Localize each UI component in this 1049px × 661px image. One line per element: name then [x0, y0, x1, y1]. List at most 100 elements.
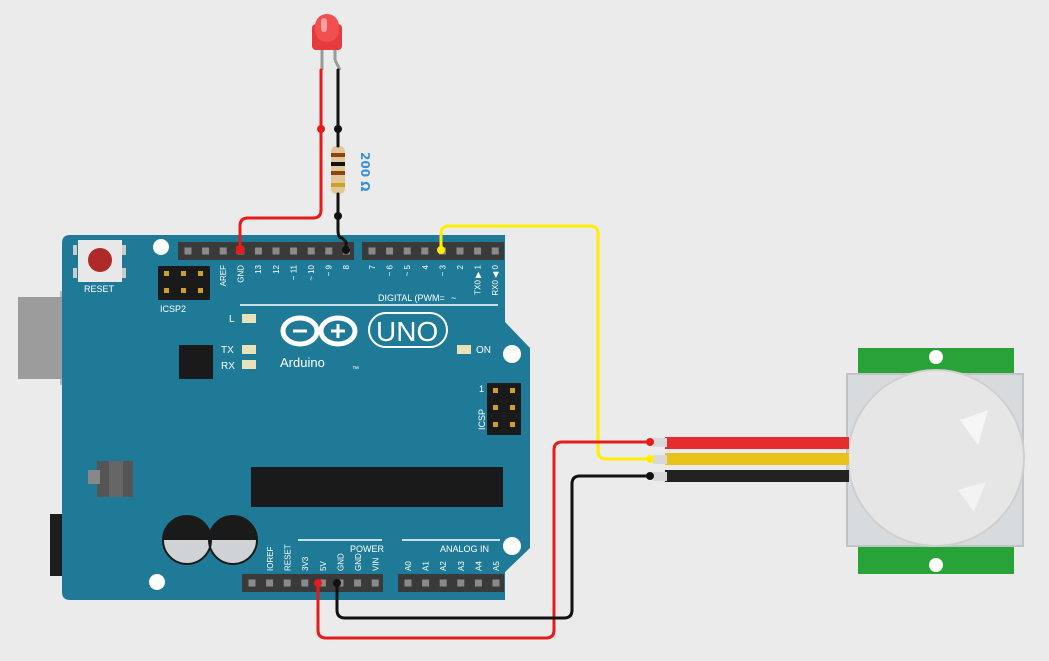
- analog-label: ANALOG IN: [440, 544, 489, 554]
- header-pin-hole: [474, 579, 482, 587]
- header-pin-hole: [422, 579, 430, 587]
- pin-label: ~ 3: [438, 264, 447, 276]
- pin-label: GND: [237, 265, 246, 283]
- led-indicators: [242, 314, 471, 369]
- analog-header: [398, 574, 504, 592]
- header-pin-hole: [307, 247, 315, 255]
- capacitors: [162, 515, 258, 565]
- mounting-holes: [149, 239, 521, 590]
- brand-name: Arduino: [280, 355, 325, 370]
- wires: [238, 68, 652, 640]
- pin-label: TX0 ▶ 1: [474, 264, 483, 294]
- arduino-board: [62, 235, 530, 600]
- header-pin-hole: [456, 247, 464, 255]
- header-pin-hole: [491, 247, 499, 255]
- wire-gnd-pir-gnd: [335, 474, 652, 620]
- pin-label: 13: [254, 264, 263, 273]
- digital-header-left: [178, 242, 354, 260]
- pin-label: ~ 5: [403, 264, 412, 276]
- model-name: UNO: [376, 316, 438, 347]
- header-pin-hole: [474, 247, 482, 255]
- pin-label: 2: [456, 264, 465, 269]
- header-pin-hole: [421, 247, 429, 255]
- led-tx-label: TX: [221, 345, 234, 356]
- pin-label: 5V: [319, 561, 328, 571]
- pin-label: 8: [342, 264, 351, 269]
- pin-label: 4: [421, 264, 430, 269]
- pin-label: 12: [272, 264, 281, 273]
- pin-label: GND: [354, 553, 363, 571]
- header-pin-hole: [248, 579, 256, 587]
- pin-label: 7: [368, 264, 377, 269]
- header-pin-hole: [318, 579, 326, 587]
- arduino-logo-icon: [280, 315, 358, 347]
- header-pin-hole: [492, 579, 500, 587]
- pin-label: AREF: [219, 265, 228, 286]
- trademark-symbol: ™: [352, 366, 359, 373]
- pin-label: A5: [492, 561, 501, 571]
- pin-label: ~ 6: [386, 264, 395, 276]
- reset-label: RESET: [84, 284, 115, 294]
- resistor: [331, 146, 345, 194]
- pin-label: A0: [404, 561, 413, 571]
- icsp2-header: [158, 266, 210, 300]
- pin-label: A4: [474, 561, 483, 571]
- reset-button[interactable]: [73, 240, 126, 282]
- header-pin-hole: [254, 247, 262, 255]
- pin-label: VIN: [372, 557, 381, 571]
- pwm-symbol: ~: [451, 293, 456, 303]
- header-pin-hole: [457, 579, 465, 587]
- icsp-header: [487, 383, 521, 435]
- header-pin-hole: [219, 247, 227, 255]
- small-chip: [179, 345, 213, 379]
- uno-badge: [368, 312, 448, 348]
- power-label: POWER: [350, 544, 385, 554]
- digital-header-right: [362, 242, 504, 260]
- header-pin-hole: [184, 247, 192, 255]
- wire-resistor-pin8: [336, 192, 348, 252]
- header-pin-hole: [354, 579, 362, 587]
- pir-sensor: [846, 348, 1025, 574]
- voltage-regulator: [88, 461, 133, 497]
- led-l-label: L: [229, 314, 235, 325]
- power-header: [242, 574, 383, 592]
- wire-led-cathode-gnd: [238, 68, 323, 252]
- pin-label: 3V3: [301, 556, 310, 571]
- header-pin-hole: [439, 579, 447, 587]
- header-pin-hole: [272, 247, 280, 255]
- pin-label: A1: [422, 561, 431, 571]
- header-pin-hole: [368, 247, 376, 255]
- pin-label: RESET: [284, 544, 293, 571]
- pin-label: ~ 9: [325, 264, 334, 276]
- pin-label: RX0 ◀ 0: [491, 264, 500, 295]
- power-pin-labels: IOREF RESET 3V3 5V GND GND VIN: [266, 544, 381, 571]
- header-pin-hole: [325, 247, 333, 255]
- pir-cable: [653, 437, 849, 482]
- header-pin-hole: [403, 247, 411, 255]
- header-pin-hole: [283, 579, 291, 587]
- led-rx-label: RX: [221, 361, 235, 372]
- pin-label: GND: [336, 553, 345, 571]
- icsp-label: ICSP: [477, 409, 487, 430]
- atmega-microcontroller: [251, 467, 503, 507]
- logo-symbols: [293, 324, 345, 338]
- header-pin-hole: [404, 579, 412, 587]
- wire-5v-pir-vcc: [316, 440, 652, 640]
- header-pin-hole: [266, 579, 274, 587]
- icsp-pin1-label: 1: [479, 384, 484, 394]
- wire-pin3-pir-out: [439, 224, 652, 461]
- wire-junctions: [236, 125, 654, 587]
- header-pin-hole: [202, 247, 210, 255]
- pin-label: A2: [439, 561, 448, 571]
- resistor-value-label: 200 Ω: [358, 152, 372, 191]
- led-component: [312, 14, 342, 71]
- pin-label: ~ 11: [289, 264, 298, 280]
- pin-label: IOREF: [266, 546, 275, 571]
- led-on-label: ON: [476, 345, 491, 356]
- header-pin-hole: [301, 579, 309, 587]
- digital-header-label: DIGITAL (PWM=: [378, 293, 445, 303]
